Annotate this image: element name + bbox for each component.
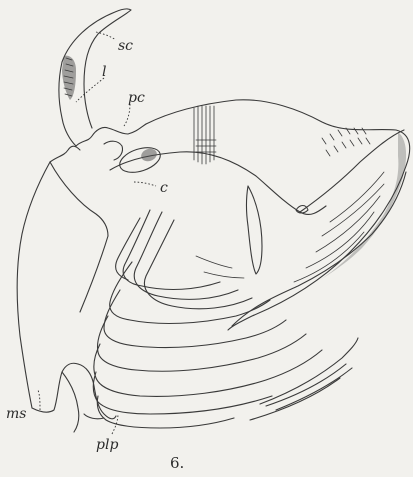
lower-appendage bbox=[78, 364, 116, 419]
articulation-region bbox=[50, 124, 146, 162]
label-plp: plp bbox=[96, 437, 118, 453]
oval-opening bbox=[117, 143, 164, 177]
label-l: l bbox=[102, 64, 106, 80]
upper-process bbox=[59, 9, 131, 146]
lamellae bbox=[93, 210, 358, 428]
figure-number: 6. bbox=[170, 454, 184, 472]
central-fold bbox=[247, 186, 263, 274]
label-c: c bbox=[160, 180, 168, 196]
label-pc: pc bbox=[128, 90, 145, 106]
toothed-edge bbox=[232, 128, 406, 326]
label-ms: ms bbox=[6, 406, 26, 422]
label-sc: sc bbox=[118, 38, 133, 54]
lower-left-plate bbox=[17, 162, 108, 432]
